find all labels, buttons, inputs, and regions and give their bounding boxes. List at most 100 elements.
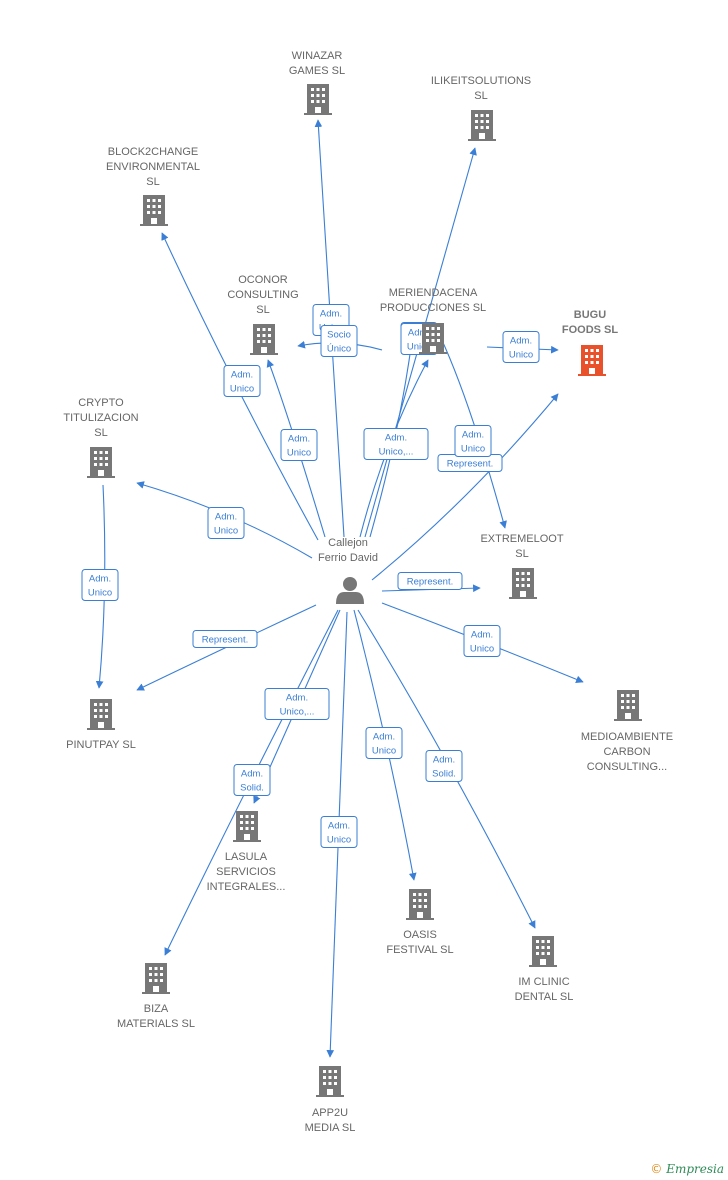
relation-label-text: Único <box>327 344 351 355</box>
company-name: MEDIOAMBIENTE <box>581 731 673 743</box>
relation-label-text: Adm. <box>408 328 430 339</box>
person-icon <box>336 577 364 604</box>
relation-label-text: Adm. <box>286 693 308 704</box>
company-name: GAMES SL <box>289 65 345 77</box>
company-node-pinut[interactable]: PINUTPAY SL <box>66 699 136 751</box>
company-node-medio[interactable]: MEDIOAMBIENTE CARBON CONSULTING... <box>581 690 673 773</box>
relation-edge-extreme <box>439 335 507 529</box>
building-icon <box>142 963 170 994</box>
company-name: PRODUCCIONES SL <box>380 302 486 314</box>
company-node-biza[interactable]: BIZA MATERIALS SL <box>117 963 195 1030</box>
company-name: BLOCK2CHANGE <box>108 146 198 158</box>
relation-label-medio[interactable]: Adm. Unico <box>463 625 501 657</box>
copyright: © Empresia <box>650 1162 724 1176</box>
relation-label-text: Adm. <box>433 755 455 766</box>
relation-label-app2u[interactable]: Adm.Unico <box>320 816 358 848</box>
company-name: CARBON <box>603 746 650 758</box>
relation-label-text: Adm. <box>320 309 342 320</box>
relation-label-text: Unico <box>461 444 485 455</box>
relation-label-pinut[interactable]: Adm. Unico <box>81 569 119 601</box>
company-name: BIZA <box>144 1003 169 1015</box>
relation-label-text: Represent. <box>202 635 248 646</box>
building-icon <box>87 699 115 730</box>
relation-label-text: Unico,... <box>280 707 315 718</box>
copyright-symbol: © <box>650 1162 663 1176</box>
company-name: INTEGRALES... <box>207 881 286 893</box>
company-name: OASIS <box>403 929 437 941</box>
relation-label-text: Unico,... <box>379 447 414 458</box>
company-name: CRYPTO <box>78 397 124 409</box>
building-icon <box>614 690 642 721</box>
company-name: APP2U <box>312 1107 348 1119</box>
relation-label-text: Unico <box>88 588 112 599</box>
edges-layer <box>95 119 584 1058</box>
company-name: ILIKEITSOLUTIONS <box>431 75 531 87</box>
company-node-oasis[interactable]: OASIS FESTIVAL SL <box>386 889 454 956</box>
relation-label-text: Adm. <box>241 769 263 780</box>
brand-logo[interactable]: Empresia <box>666 1162 724 1176</box>
relation-label-bugu[interactable]: Represent. <box>437 454 503 472</box>
relation-label-biza[interactable]: Adm.Solid. <box>233 764 271 796</box>
company-name: ENVIRONMENTAL <box>106 161 200 173</box>
relation-label-text: Adm. <box>385 433 407 444</box>
building-icon <box>406 889 434 920</box>
relation-label-text: Solid. <box>432 769 456 780</box>
company-node-app2u[interactable]: APP2U MEDIA SL <box>305 1066 356 1134</box>
relation-label-merienda[interactable]: Adm. Unico,... <box>363 428 429 460</box>
relation-label-text: Adm. <box>510 336 532 347</box>
relation-label-text: Unico <box>407 342 431 353</box>
person-name: Callejon <box>328 537 368 549</box>
company-name: CONSULTING... <box>587 761 667 773</box>
relation-edge-bugu <box>371 393 559 581</box>
company-name: TITULIZACION <box>63 412 138 424</box>
company-name: FESTIVAL SL <box>386 944 453 956</box>
company-node-lasula[interactable]: LASULASERVICIOSINTEGRALES... <box>207 811 286 893</box>
relation-label-pinut[interactable]: Represent. <box>192 630 258 648</box>
relation-label-text: Socio <box>327 330 351 341</box>
relation-label-block2[interactable]: Adm.Unico <box>223 365 261 397</box>
relation-label-oconor[interactable]: Adm.Unico <box>280 429 318 461</box>
company-name: MATERIALS SL <box>117 1018 195 1030</box>
company-name: MERIENDACENA <box>389 287 478 299</box>
company-name: MEDIA SL <box>305 1122 356 1134</box>
relation-label-text: Adm. <box>462 430 484 441</box>
relation-label-text: Unico <box>470 644 494 655</box>
relation-label-text: Adm. <box>328 821 350 832</box>
building-icon <box>87 447 115 478</box>
company-name: SL <box>256 304 269 316</box>
building-icon <box>529 936 557 967</box>
company-node-crypto[interactable]: CRYPTO TITULIZACION SL <box>63 397 139 478</box>
relation-label-bugu[interactable]: Adm.Unico <box>502 331 540 363</box>
relation-label-text: Unico <box>214 526 238 537</box>
building-icon <box>304 84 332 115</box>
relation-label-oasis[interactable]: Adm.Unico <box>365 727 403 759</box>
relation-label-extreme[interactable]: Represent. <box>397 572 463 590</box>
relation-label-crypto[interactable]: Adm.Unico <box>207 507 245 539</box>
company-name: IM CLINIC <box>518 976 569 988</box>
building-icon <box>578 345 606 376</box>
building-icon <box>233 811 261 842</box>
building-icon <box>419 323 447 354</box>
company-name: OCONOR <box>238 274 288 286</box>
company-name: SL <box>515 548 528 560</box>
relation-label-lasula[interactable]: Adm. Unico,... <box>264 688 330 720</box>
company-node-merienda[interactable]: MERIENDACENA PRODUCCIONES SL <box>380 287 486 354</box>
building-icon <box>140 195 168 226</box>
relation-label-extreme[interactable]: Adm. Unico <box>454 425 492 457</box>
relation-label-imclinic[interactable]: Adm. Solid. <box>425 750 463 782</box>
company-name: SERVICIOS <box>216 866 276 878</box>
relation-label-text: Adm. <box>373 732 395 743</box>
company-name: SL <box>94 427 107 439</box>
relation-label-text: Adm. <box>471 630 493 641</box>
relation-label-text: Adm. <box>89 574 111 585</box>
